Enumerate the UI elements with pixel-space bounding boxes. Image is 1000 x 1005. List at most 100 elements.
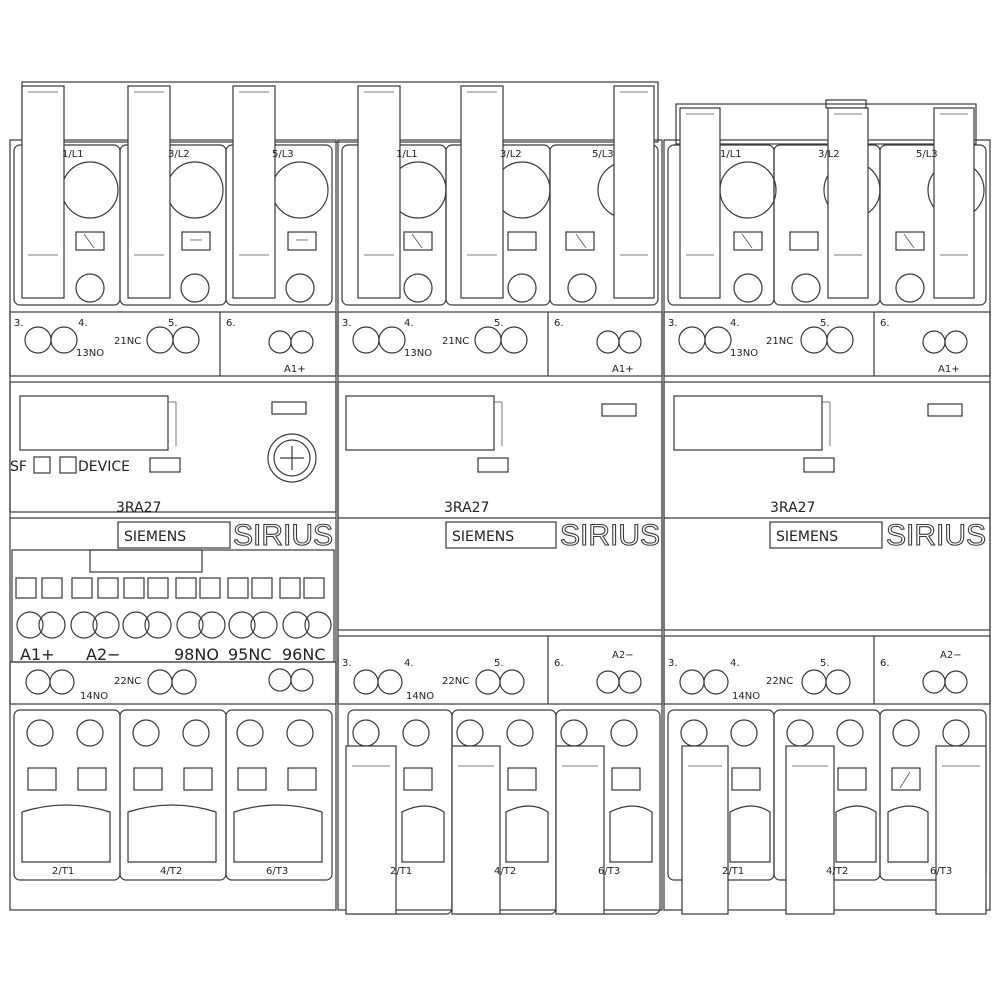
module-1-cell-3 <box>225 144 333 306</box>
device-led <box>149 457 181 473</box>
aux-label-1-5: 5. <box>168 318 178 329</box>
aux-label-1-21nc: 21NC <box>114 336 141 347</box>
aux-label-3b-5: 5. <box>820 658 830 669</box>
aux-label-2-13no: 13NO <box>404 348 432 359</box>
module-1-brand-plate <box>117 521 231 549</box>
aux-label-2-6: 6. <box>554 318 564 329</box>
aux-label-3b-4: 4. <box>730 658 740 669</box>
module-1-brand: SIEMENS <box>124 529 186 545</box>
aux-label-1-22nc: 22NC <box>114 676 141 687</box>
module-1-lever-2 <box>127 85 171 299</box>
aux-label-3-22nc: 22NC <box>766 676 793 687</box>
module-1-lever-3 <box>232 85 276 299</box>
module-1-housing <box>9 139 337 911</box>
module-3: 1/L1 3/L2 5/L3 3. 4. 5. 6. 13NO 21NC A1+… <box>663 99 991 915</box>
module-2-front-face <box>337 381 663 631</box>
aux-label-1-13no: 13NO <box>76 348 104 359</box>
module-1-adjust-dial[interactable] <box>267 433 317 483</box>
terminal-label-1-T1: 2/T1 <box>52 866 74 877</box>
module-2-aux-top <box>337 311 663 377</box>
aux-label-3-4: 4. <box>730 318 740 329</box>
aux-label-3-a1: A1+ <box>938 364 960 375</box>
io-label-96nc: 96NC <box>282 645 326 664</box>
io-label-a1: A1+ <box>20 645 55 664</box>
aux-label-3-14no: 14NO <box>732 691 760 702</box>
sf-indicator <box>33 456 51 474</box>
top-cover-rail <box>21 81 659 143</box>
module-2-series: SIRIUS <box>560 519 660 552</box>
aux-label-3-3: 3. <box>668 318 678 329</box>
module-2-lever-2 <box>460 85 504 299</box>
module-3-lower-lever-3 <box>935 745 987 915</box>
aux-label-1-a1: A1+ <box>284 364 306 375</box>
aux-label-2b-4: 4. <box>404 658 414 669</box>
terminal-label-3-L3: 5/L3 <box>916 149 938 160</box>
module-2-model: 3RA27 <box>444 500 489 516</box>
module-2-aux-bottom <box>337 635 663 705</box>
module-3-lower-lever-2 <box>785 745 835 915</box>
module-2-led <box>477 457 509 473</box>
module-2-lower-lever-2 <box>451 745 501 915</box>
module-2-lever-3 <box>613 85 655 299</box>
module-1-aux-bottom <box>9 661 337 705</box>
module-3-brand-plate <box>769 521 883 549</box>
module-3-top-rail <box>675 103 977 145</box>
module-2-lower-lever-3 <box>555 745 605 915</box>
terminal-label-3-L2: 3/L2 <box>818 149 840 160</box>
aux-label-2-21nc: 21NC <box>442 336 469 347</box>
terminal-label-1-L3: 5/L3 <box>272 149 294 160</box>
module-1-bottom-cell-2 <box>119 709 227 881</box>
terminal-label-2-L1: 1/L1 <box>396 149 418 160</box>
terminal-label-2-T1: 2/T1 <box>390 866 412 877</box>
aux-label-1-3: 3. <box>14 318 24 329</box>
terminal-label-2-T3: 6/T3 <box>598 866 620 877</box>
aux-label-2b-6: 6. <box>554 658 564 669</box>
module-2-lower-lever-1 <box>345 745 397 915</box>
aux-label-3-a2: A2− <box>940 650 962 661</box>
module-1-label-window <box>19 395 169 451</box>
module-3-brand: SIEMENS <box>776 529 838 545</box>
face-label-device: DEVICE <box>78 459 130 475</box>
module-3-model: 3RA27 <box>770 500 815 516</box>
aux-label-2-a1: A1+ <box>612 364 634 375</box>
aux-label-3-13no: 13NO <box>730 348 758 359</box>
aux-label-2-14no: 14NO <box>406 691 434 702</box>
aux-label-1-6: 6. <box>226 318 236 329</box>
aux-label-2-3: 3. <box>342 318 352 329</box>
aux-label-2b-5: 5. <box>494 658 504 669</box>
module-1-front-face <box>9 381 337 513</box>
aux-label-2-22nc: 22NC <box>442 676 469 687</box>
aux-label-3b-6: 6. <box>880 658 890 669</box>
module-1-model: 3RA27 <box>116 500 161 516</box>
aux-label-2-4: 4. <box>404 318 414 329</box>
io-label-95nc: 95NC <box>228 645 272 664</box>
module-2-brand-plate <box>445 521 557 549</box>
terminal-label-1-L2: 3/L2 <box>168 149 190 160</box>
module-2-lever-1 <box>357 85 401 299</box>
aux-label-2-5: 5. <box>494 318 504 329</box>
terminal-label-3-T3: 6/T3 <box>930 866 952 877</box>
module-1: 1/L1 3/L2 5/L3 3. 4. 5. 6. 13NO 21NC A1+… <box>9 81 659 911</box>
io-label-a2: A2− <box>86 645 121 664</box>
io-label-98no: 98NO <box>174 645 219 664</box>
module-2-label-window <box>345 395 495 451</box>
aux-label-3-21nc: 21NC <box>766 336 793 347</box>
face-label-sf: SF <box>10 459 27 475</box>
device-indicator <box>59 456 77 474</box>
aux-label-3b-3: 3. <box>668 658 678 669</box>
aux-label-1-4: 4. <box>78 318 88 329</box>
terminal-label-2-L3: 5/L3 <box>592 149 614 160</box>
module-3-label-window <box>673 395 823 451</box>
module-2-brand: SIEMENS <box>452 529 514 545</box>
module-3-lower-lever-1 <box>681 745 729 915</box>
terminal-label-3-L1: 1/L1 <box>720 149 742 160</box>
module-1-aux-top <box>9 311 337 377</box>
module-1-lever-1 <box>21 85 65 299</box>
aux-label-2-a2: A2− <box>612 650 634 661</box>
module-1-bottom-cell-3 <box>225 709 333 881</box>
aux-label-1-14no: 14NO <box>80 691 108 702</box>
module-2: 1/L1 3/L2 5/L3 3. 4. 5. 6. 13NO 21NC A1+… <box>337 85 663 915</box>
terminal-label-1-T2: 4/T2 <box>160 866 182 877</box>
